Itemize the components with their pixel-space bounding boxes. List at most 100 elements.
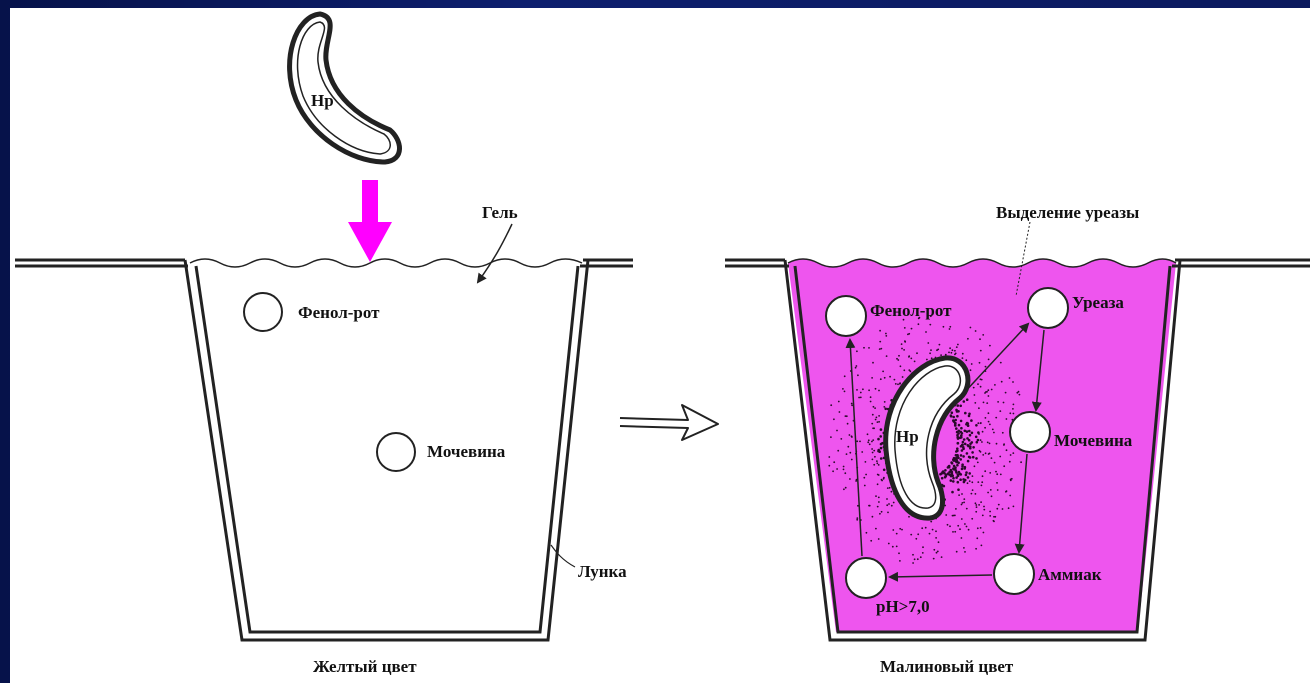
speckle-dot xyxy=(977,439,980,442)
speckle-dot xyxy=(960,434,963,437)
speckle-dot xyxy=(882,371,884,373)
speckle-dot xyxy=(970,369,972,371)
speckle-dot xyxy=(860,392,862,394)
speckle-dot xyxy=(957,481,960,484)
speckle-dot xyxy=(988,395,990,397)
speckle-dot xyxy=(995,417,997,419)
left-bacterium-label: Hp xyxy=(311,91,334,110)
speckle-dot xyxy=(878,415,880,417)
speckle-dot xyxy=(943,326,945,328)
speckle-dot xyxy=(884,408,887,411)
left-gel-surface xyxy=(190,259,582,267)
speckle-dot xyxy=(889,487,891,489)
speckle-dot xyxy=(914,558,916,560)
speckle-dot xyxy=(875,528,877,530)
speckle-dot xyxy=(967,476,970,479)
speckle-dot xyxy=(881,511,883,513)
urease-label: Уреаза xyxy=(1072,293,1124,312)
speckle-dot xyxy=(849,452,851,454)
speckle-dot xyxy=(1009,377,1011,379)
speckle-dot xyxy=(983,532,985,534)
speckle-dot xyxy=(865,474,867,476)
speckle-dot xyxy=(944,469,947,472)
speckle-dot xyxy=(856,517,858,519)
speckle-dot xyxy=(1011,478,1013,480)
speckle-dot xyxy=(975,493,977,495)
speckle-dot xyxy=(1003,443,1005,445)
speckle-dot xyxy=(880,457,883,460)
speckle-dot xyxy=(996,508,998,510)
speckle-dot xyxy=(867,433,869,435)
speckle-dot xyxy=(989,472,991,474)
speckle-dot xyxy=(921,527,923,529)
speckle-dot xyxy=(991,495,993,497)
right-urea-label: Мочевина xyxy=(1054,431,1133,450)
speckle-dot xyxy=(999,456,1001,458)
speckle-dot xyxy=(981,481,983,483)
speckle-dot xyxy=(952,531,954,533)
speckle-dot xyxy=(873,427,875,429)
speckle-dot xyxy=(956,454,959,457)
urease-circle xyxy=(1028,288,1068,328)
well-label: Лунка xyxy=(578,562,627,581)
speckle-dot xyxy=(916,352,918,354)
speckle-dot xyxy=(985,417,987,419)
speckle-dot xyxy=(878,497,880,499)
speckle-dot xyxy=(874,407,876,409)
speckle-dot xyxy=(971,363,973,365)
speckle-dot xyxy=(951,462,954,465)
speckle-dot xyxy=(986,402,988,404)
speckle-dot xyxy=(975,548,977,550)
speckle-dot xyxy=(930,521,932,523)
speckle-dot xyxy=(941,477,944,480)
speckle-dot xyxy=(987,389,989,391)
speckle-dot xyxy=(980,501,982,503)
right-surface-line-right xyxy=(1172,260,1310,266)
speckle-dot xyxy=(989,443,991,445)
speckle-dot xyxy=(964,523,966,525)
speckle-dot xyxy=(992,429,994,431)
speckle-dot xyxy=(963,400,966,403)
speckle-dot xyxy=(975,457,978,460)
speckle-dot xyxy=(996,443,998,445)
speckle-dot xyxy=(1003,402,1005,404)
speckle-dot xyxy=(908,333,910,335)
speckle-dot xyxy=(954,468,957,471)
speckle-dot xyxy=(981,545,983,547)
speckle-dot xyxy=(925,527,927,529)
speckle-dot xyxy=(908,356,910,358)
right-phenol-label: Фенол-рот xyxy=(870,301,952,320)
speckle-dot xyxy=(1009,495,1011,497)
speckle-dot xyxy=(960,427,963,430)
speckle-dot xyxy=(989,345,991,347)
speckle-dot xyxy=(856,440,858,442)
speckle-dot xyxy=(893,502,895,504)
speckle-dot xyxy=(955,450,958,453)
speckle-dot xyxy=(926,359,928,361)
left-well-group: Hp Гель Фенол-рот Мочевина Лунка Желтый … xyxy=(15,14,633,676)
speckle-dot xyxy=(1012,452,1014,454)
ammonia-label: Аммиак xyxy=(1038,565,1102,584)
speckle-dot xyxy=(915,538,917,540)
speckle-dot xyxy=(980,439,982,441)
speckle-dot xyxy=(974,465,976,467)
speckle-dot xyxy=(911,328,913,330)
speckle-dot xyxy=(973,387,975,389)
speckle-dot xyxy=(883,477,885,479)
speckle-dot xyxy=(945,354,947,356)
speckle-dot xyxy=(864,485,866,487)
speckle-dot xyxy=(1002,508,1004,510)
speckle-dot xyxy=(851,435,853,437)
speckle-dot xyxy=(886,498,888,500)
speckle-dot xyxy=(837,450,839,452)
speckle-dot xyxy=(961,493,963,495)
speckle-dot xyxy=(908,516,910,518)
speckle-dot xyxy=(975,330,977,332)
speckle-dot xyxy=(955,461,958,464)
speckle-dot xyxy=(957,488,960,491)
speckle-dot xyxy=(874,456,876,458)
speckle-dot xyxy=(927,342,929,344)
speckle-dot xyxy=(953,459,956,462)
speckle-dot xyxy=(957,442,960,445)
speckle-dot xyxy=(896,546,898,548)
